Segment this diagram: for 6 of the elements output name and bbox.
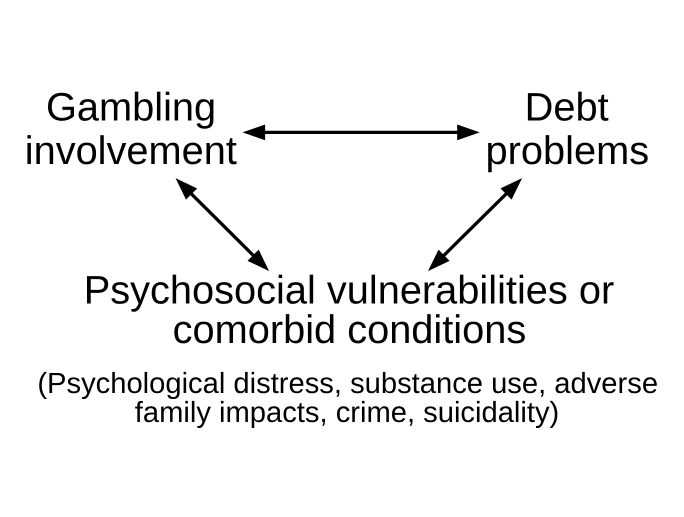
arrow [428, 178, 522, 271]
node-text: Gambling involvement [24, 84, 237, 173]
arrow [176, 178, 270, 271]
node-text: Psychosocial vulnerabilities or comorbid conditions (Psychological distress, substance use, adverse family impacts, crime, suicidality) [37, 268, 658, 429]
arrow [242, 124, 480, 140]
node-text: Debt problems [486, 84, 650, 173]
